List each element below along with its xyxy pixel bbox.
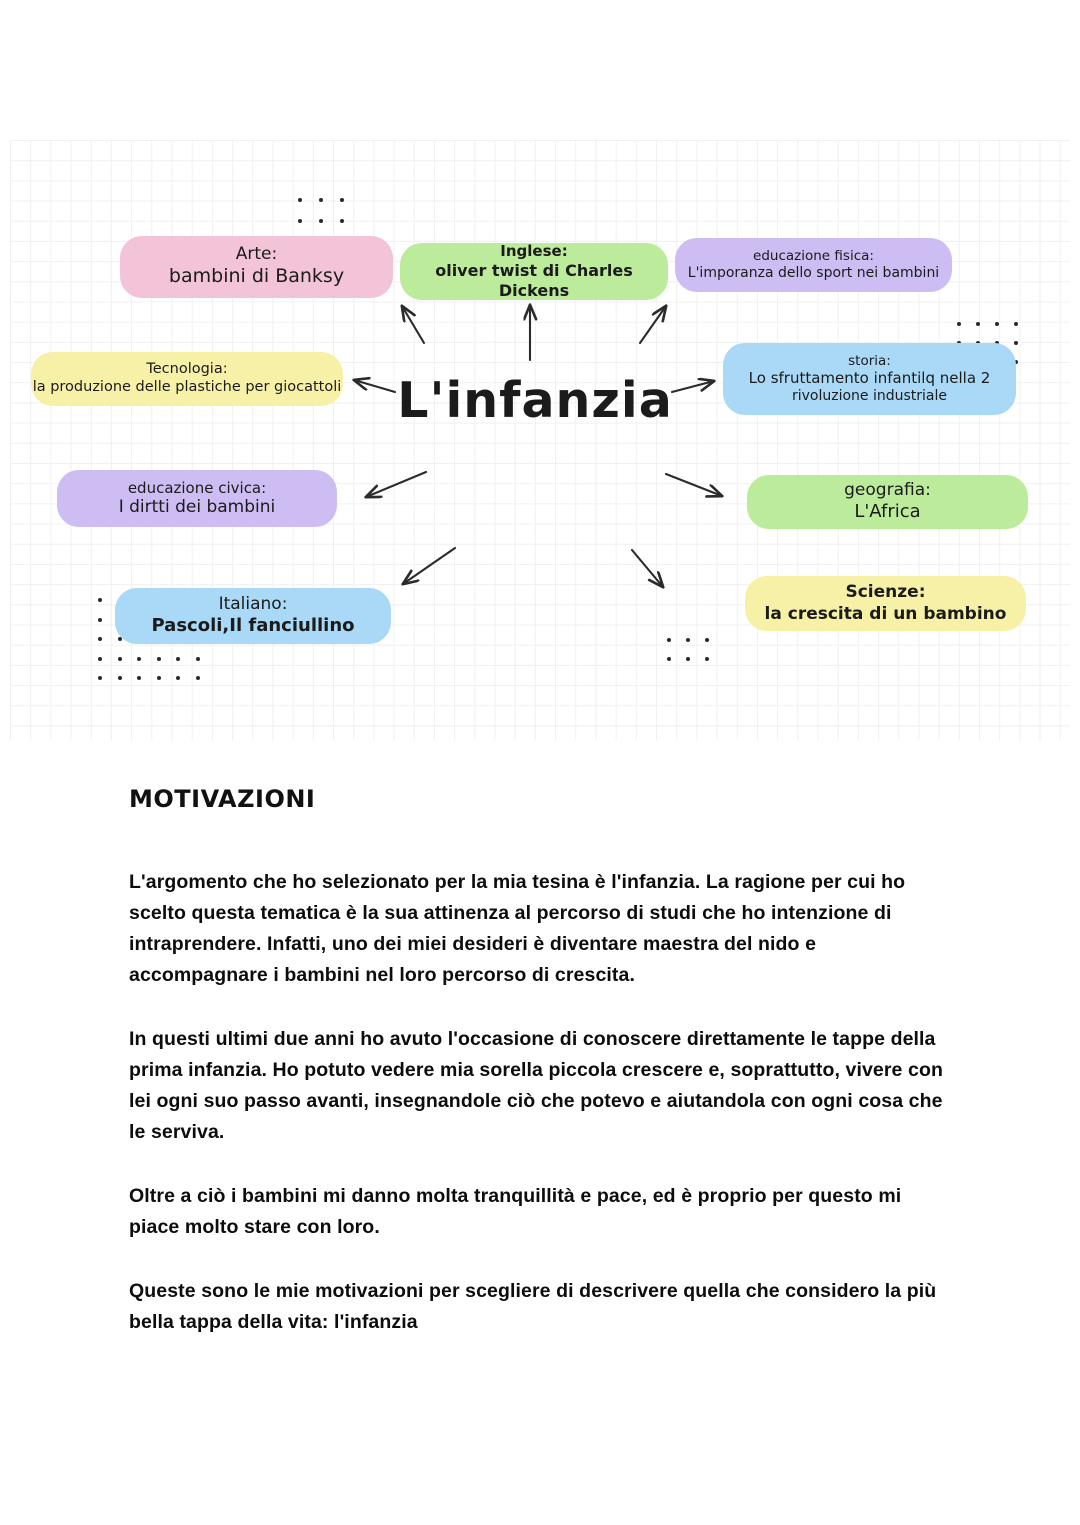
paragraph-2: In questi ultimi due anni ho avuto l'occ…	[129, 1028, 943, 1143]
node-detail-scienze: la crescita di un bambino	[764, 603, 1007, 624]
decorative-dot	[995, 322, 999, 326]
decorative-dot	[98, 656, 102, 661]
mindmap-canvas: L'infanzia Arte: bambini di Banksy Ingle…	[0, 0, 1080, 745]
decorative-dot	[319, 219, 323, 223]
paragraph-3: Oltre a ciò i bambini mi danno molta tra…	[129, 1185, 902, 1238]
decorative-dot	[686, 638, 690, 642]
decorative-dot	[705, 638, 709, 642]
document-text-section: MOTIVAZIONI L'argomento che ho seleziona…	[0, 745, 1080, 1525]
node-subject-educazione-civica: educazione civica:	[127, 478, 267, 497]
node-subject-geografia: geografia:	[844, 480, 931, 501]
paragraph-4: Queste sono le mie motivazioni per scegl…	[129, 1280, 937, 1333]
decorative-dot	[195, 656, 200, 661]
page-title: MOTIVAZIONI	[129, 785, 316, 813]
paragraph-1: L'argomento che ho selezionato per la mi…	[129, 871, 906, 986]
decorative-dot	[340, 198, 344, 202]
node-detail-italiano: Pascoli,Il fanciullino	[151, 615, 355, 637]
decorative-dot	[705, 657, 709, 661]
mindmap-center-title: L'infanzia	[397, 372, 673, 429]
mindmap-node-italiano[interactable]: Italiano: Pascoli,Il fanciullino	[115, 588, 391, 644]
decorative-dot	[319, 198, 323, 202]
decorative-dot	[98, 637, 102, 641]
mindmap-node-scienze[interactable]: Scienze: la crescita di un bambino	[745, 576, 1026, 631]
decorative-dot	[340, 219, 344, 223]
decorative-dot	[98, 598, 102, 602]
node-subject-storia: storia:	[848, 352, 891, 369]
decorative-dot	[117, 656, 122, 661]
node-subject-arte: Arte:	[235, 243, 278, 264]
decorative-dot	[1014, 322, 1018, 326]
decorative-dot	[98, 676, 102, 680]
decorative-dot	[156, 656, 161, 661]
mindmap-node-educazione-fisica[interactable]: educazione fisica: L'imporanza dello spo…	[675, 238, 952, 292]
decorative-dot	[976, 322, 980, 326]
node-detail-inglese: oliver twist di Charles Dickens	[435, 260, 633, 300]
node-detail-storia-line2: rivoluzione industriale	[791, 387, 948, 404]
decorative-dot	[1014, 341, 1018, 345]
node-detail-arte: bambini di Banksy	[168, 264, 345, 287]
node-subject-italiano: Italiano:	[218, 594, 288, 615]
node-detail-educazione-civica: I dirtti dei bambini	[118, 497, 276, 518]
decorative-dot	[156, 676, 161, 680]
mindmap-node-geografia[interactable]: geografia: L'Africa	[747, 475, 1028, 529]
node-subject-tecnologia: Tecnologia:	[146, 361, 228, 378]
decorative-dot	[137, 656, 141, 661]
decorative-dot	[195, 676, 200, 680]
decorative-dot-cluster-bottom-middle	[667, 638, 709, 661]
decorative-dot	[667, 657, 671, 661]
mindmap-node-arte[interactable]: Arte: bambini di Banksy	[120, 236, 393, 298]
decorative-dot	[1014, 360, 1018, 364]
decorative-dot	[176, 676, 180, 680]
decorative-dot	[667, 638, 671, 642]
node-detail-tecnologia: la produzione delle plastiche per giocat…	[32, 379, 342, 395]
decorative-dot	[298, 219, 302, 223]
node-subject-educazione-fisica: educazione fisica:	[753, 247, 874, 264]
decorative-dot	[98, 617, 102, 622]
node-subject-scienze: Scienze:	[845, 582, 926, 603]
decorative-dot	[117, 637, 122, 641]
mindmap-node-tecnologia[interactable]: Tecnologia: la produzione delle plastich…	[31, 352, 343, 406]
decorative-dot	[686, 657, 690, 661]
mindmap-node-storia[interactable]: storia: Lo sfruttamento infantilq nella …	[723, 343, 1016, 415]
decorative-dot	[298, 198, 302, 202]
decorative-dot	[957, 322, 961, 326]
decorative-dot	[137, 676, 141, 680]
decorative-dot	[117, 676, 122, 680]
node-subject-inglese: Inglese:	[500, 242, 568, 261]
mindmap-node-educazione-civica[interactable]: educazione civica: I dirtti dei bambini	[57, 470, 337, 527]
node-detail-geografia: L'Africa	[854, 501, 921, 523]
node-detail-storia-line1: Lo sfruttamento infantilq nella 2	[748, 369, 991, 388]
mindmap-node-inglese[interactable]: Inglese: oliver twist di Charles Dickens	[400, 242, 668, 300]
decorative-dot	[176, 656, 180, 661]
node-detail-educazione-fisica: L'imporanza dello sport nei bambini	[687, 264, 940, 281]
